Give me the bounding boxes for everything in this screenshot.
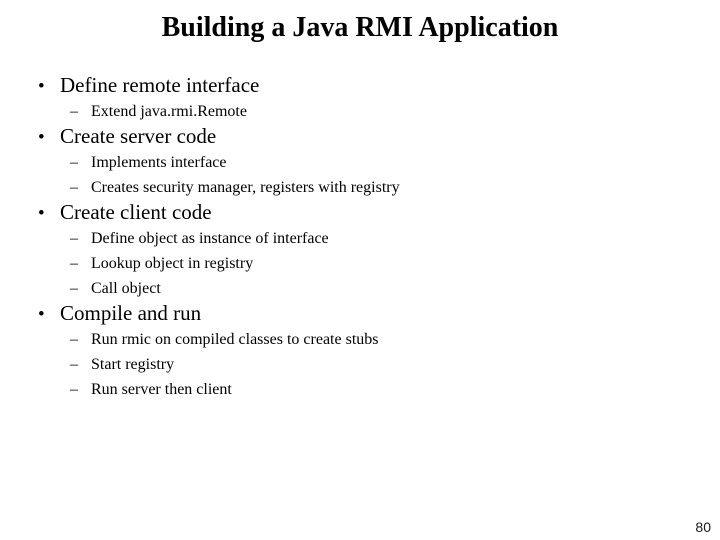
dash-marker: – <box>70 154 78 171</box>
bullet-item: • Compile and run <box>0 301 720 327</box>
bullet-text: Create server code <box>60 124 217 148</box>
bullet-marker: • <box>38 203 45 224</box>
sub-bullet-text: Run rmic on compiled classes to create s… <box>91 331 379 348</box>
dash-marker: – <box>70 280 78 297</box>
sub-bullet-item: – Run rmic on compiled classes to create… <box>0 327 720 352</box>
bullet-marker: • <box>38 304 45 325</box>
sub-bullet-item: – Implements interface <box>0 150 720 175</box>
dash-marker: – <box>70 179 78 196</box>
sub-bullet-text: Start registry <box>91 356 175 373</box>
page-number: 80 <box>695 519 711 535</box>
sub-bullet-text: Lookup object in registry <box>91 255 254 272</box>
bullet-text: Compile and run <box>60 301 202 325</box>
bullet-item: • Create client code <box>0 200 720 226</box>
dash-marker: – <box>70 255 78 272</box>
sub-bullet-text: Run server then client <box>91 381 232 398</box>
bullet-text: Define remote interface <box>60 73 260 97</box>
sub-bullet-text: Call object <box>91 280 161 297</box>
dash-marker: – <box>70 230 78 247</box>
sub-bullet-text: Creates security manager, registers with… <box>91 179 400 196</box>
dash-marker: – <box>70 331 78 348</box>
sub-bullet-item: – Run server then client <box>0 377 720 402</box>
sub-bullet-item: – Lookup object in registry <box>0 251 720 276</box>
sub-bullet-item: – Define object as instance of interface <box>0 226 720 251</box>
sub-bullet-item: – Creates security manager, registers wi… <box>0 175 720 200</box>
bullet-text: Create client code <box>60 200 212 224</box>
sub-bullet-text: Implements interface <box>91 154 227 171</box>
bullet-item: • Create server code <box>0 124 720 150</box>
sub-bullet-item: – Call object <box>0 276 720 301</box>
sub-bullet-item: – Extend java.rmi.Remote <box>0 99 720 124</box>
bullet-item: • Define remote interface <box>0 73 720 99</box>
dash-marker: – <box>70 103 78 120</box>
bullet-list: • Define remote interface – Extend java.… <box>0 73 720 402</box>
sub-bullet-item: – Start registry <box>0 352 720 377</box>
slide-title: Building a Java RMI Application <box>161 12 559 43</box>
dash-marker: – <box>70 356 78 373</box>
dash-marker: – <box>70 381 78 398</box>
sub-bullet-text: Define object as instance of interface <box>91 230 329 247</box>
bullet-marker: • <box>38 127 45 148</box>
sub-bullet-text: Extend java.rmi.Remote <box>91 103 247 120</box>
bullet-marker: • <box>38 76 45 97</box>
